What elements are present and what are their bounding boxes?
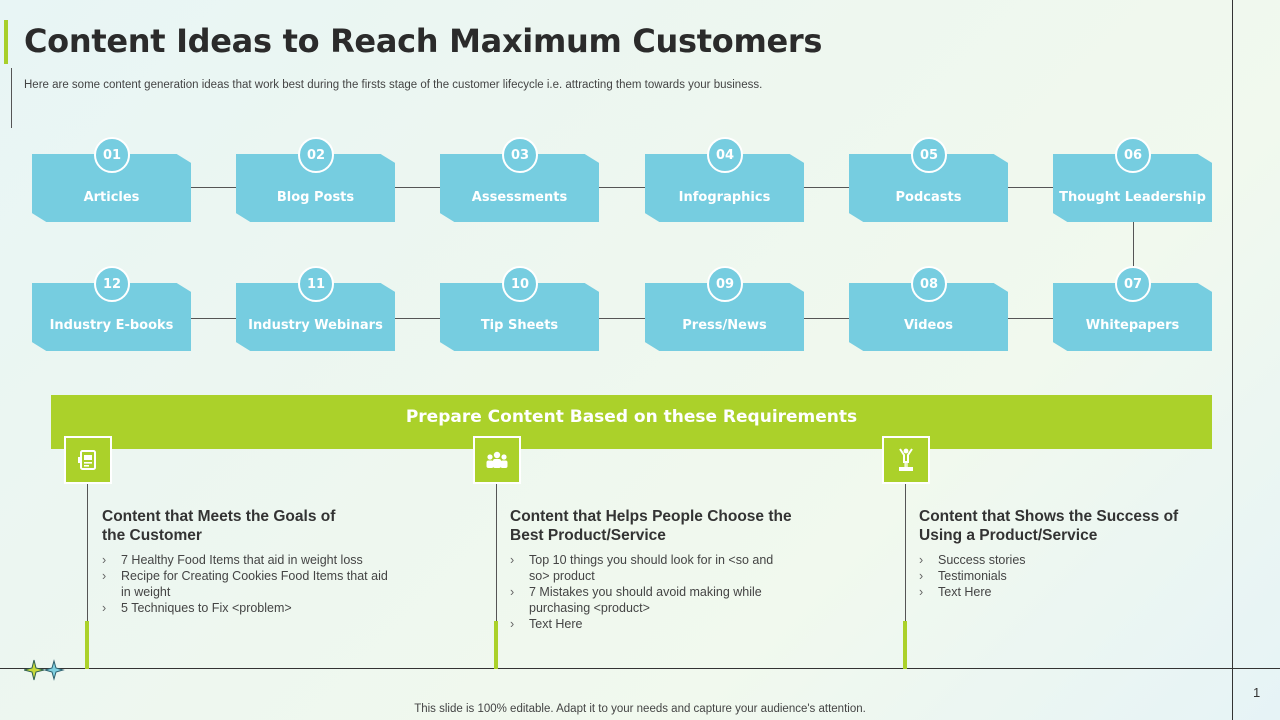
connector-line (1007, 318, 1054, 319)
step-number-10: 10 (502, 266, 538, 302)
step-label-11: Industry Webinars (248, 318, 383, 333)
footer-note: This slide is 100% editable. Adapt it to… (414, 703, 866, 715)
step-label-05: Podcasts (895, 190, 962, 205)
list-item: 7 Healthy Food Items that aid in weight … (102, 552, 392, 568)
sparkle-icon (24, 659, 65, 681)
left-divider-line (11, 68, 12, 128)
step-number-08: 08 (911, 266, 947, 302)
page-number: 1 (1253, 685, 1261, 700)
podium-icon (899, 448, 913, 471)
requirement-list-2: Top 10 things you should look for in <so… (510, 552, 795, 632)
group-icon (486, 451, 508, 468)
step-label-07: Whitepapers (1085, 318, 1180, 333)
connector-line (395, 187, 441, 188)
list-item: Top 10 things you should look for in <so… (510, 552, 795, 584)
page-subtitle: Here are some content generation ideas t… (24, 79, 763, 91)
requirements-banner: Prepare Content Based on these Requireme… (51, 395, 1212, 449)
list-item: Testimonials (919, 568, 1209, 584)
connector-line (599, 187, 645, 188)
step-label-02: Blog Posts (276, 190, 355, 205)
requirement-accent-3 (903, 621, 907, 669)
requirement-list-1: 7 Healthy Food Items that aid in weight … (102, 552, 392, 616)
connector-line (395, 318, 441, 319)
step-label-01: Articles (83, 190, 140, 205)
list-item: Success stories (919, 552, 1209, 568)
step-label-04: Infographics (678, 190, 771, 205)
requirement-list-3: Success stories Testimonials Text Here (919, 552, 1209, 600)
step-number-09: 09 (707, 266, 743, 302)
requirement-title-3: Content that Shows the Success of Using … (919, 508, 1179, 544)
requirement-icon-box-3 (882, 436, 930, 484)
step-label-06: Thought Leadership (1059, 190, 1206, 205)
step-number-01: 01 (94, 137, 130, 173)
connector-line (803, 187, 849, 188)
step-label-12: Industry E-books (49, 318, 174, 333)
requirement-icon-box-1 (64, 436, 112, 484)
step-number-04: 04 (707, 137, 743, 173)
list-item: Text Here (919, 584, 1209, 600)
step-number-06: 06 (1115, 137, 1151, 173)
requirement-title-1: Content that Meets the Goals of the Cust… (102, 508, 336, 544)
page-title: Content Ideas to Reach Maximum Customers (24, 22, 823, 60)
requirement-line-3 (905, 484, 906, 668)
requirement-icon-box-2 (473, 436, 521, 484)
list-item: 7 Mistakes you should avoid making while… (510, 584, 795, 616)
requirement-line-1 (87, 484, 88, 668)
document-icon (78, 450, 96, 470)
list-item: Text Here (510, 616, 795, 632)
connector-line (191, 318, 237, 319)
step-number-11: 11 (298, 266, 334, 302)
step-label-09: Press/News (682, 318, 767, 333)
connector-line (191, 187, 237, 188)
step-number-03: 03 (502, 137, 538, 173)
connector-line (599, 318, 645, 319)
requirement-accent-1 (85, 621, 89, 669)
bottom-divider-line (0, 668, 1280, 669)
step-number-12: 12 (94, 266, 130, 302)
step-label-08: Videos (903, 318, 954, 333)
connector-line (1007, 187, 1054, 188)
requirement-accent-2 (494, 621, 498, 669)
step-label-10: Tip Sheets (480, 318, 559, 333)
list-item: 5 Techniques to Fix <problem> (102, 600, 392, 616)
right-divider-line (1232, 0, 1233, 720)
step-label-03: Assessments (471, 190, 568, 205)
connector-line (1133, 222, 1134, 267)
step-number-02: 02 (298, 137, 334, 173)
requirement-line-2 (496, 484, 497, 668)
title-accent-bar (4, 20, 8, 64)
list-item: Recipe for Creating Cookies Food Items t… (102, 568, 392, 600)
step-number-05: 05 (911, 137, 947, 173)
requirement-title-2: Content that Helps People Choose the Bes… (510, 508, 792, 544)
step-number-07: 07 (1115, 266, 1151, 302)
connector-line (803, 318, 849, 319)
